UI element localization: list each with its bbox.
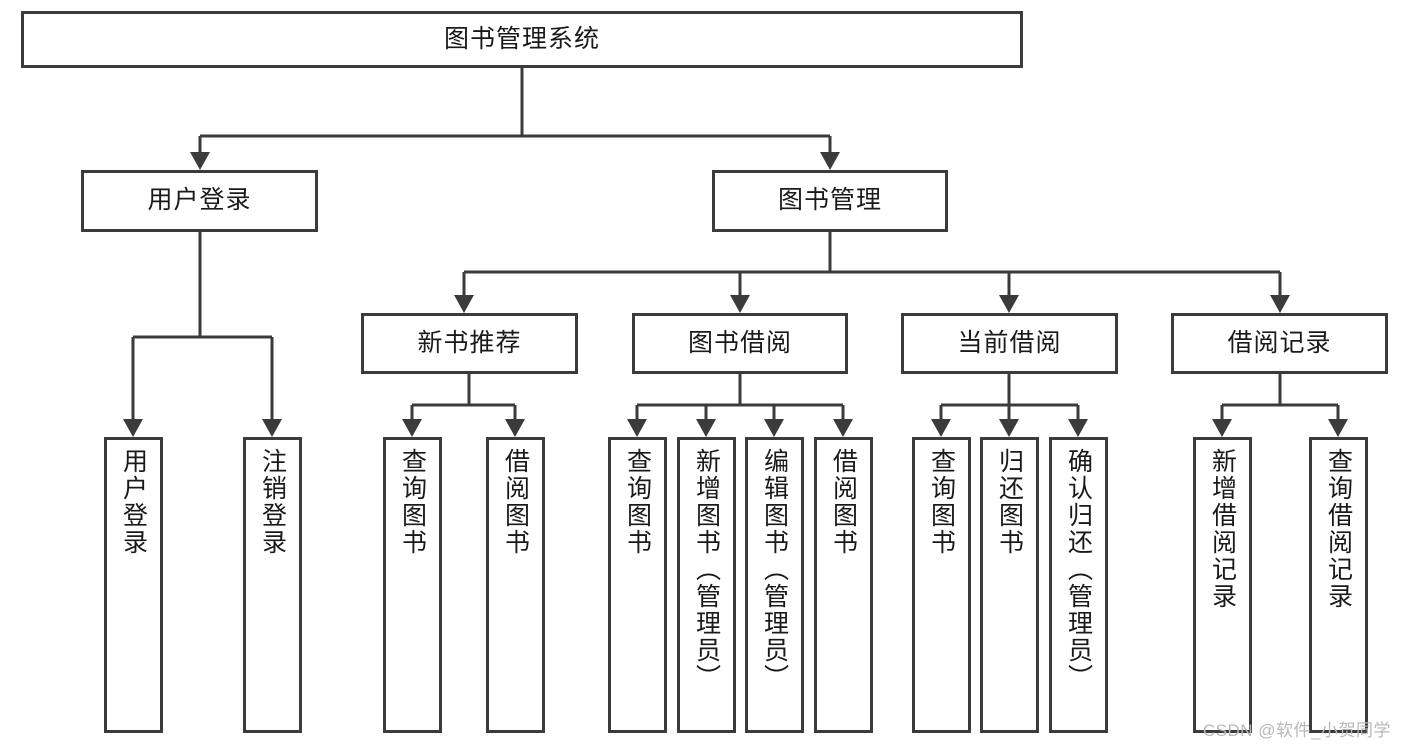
watermark: CSDN @软件_小贺同学 [1202,721,1391,740]
leaf-current-borrow-return-label: 归还图书 [995,448,1024,556]
arrowhead-new-book-l1 [402,419,422,437]
arrowhead-current-borrow-l1 [931,419,951,437]
node-borrow-record[interactable]: 借阅记录 [1171,313,1388,374]
arrowhead-current-borrow-l3 [1068,419,1088,437]
node-user-login-label: 用户登录 [147,186,252,215]
leaf-user-login-logout-label: 注销登录 [258,448,287,556]
arrowhead-user-login-l2 [262,419,282,437]
leaf-book-borrow-borrow-label: 借阅图书 [829,448,858,556]
node-new-book-recommend-label: 新书推荐 [417,328,522,357]
node-new-book-recommend[interactable]: 新书推荐 [361,313,578,374]
leaf-new-book-query[interactable]: 查询图书 [383,437,442,733]
leaf-new-book-query-label: 查询图书 [398,448,427,556]
leaf-book-borrow-add-label: 新增图书（管理员） [692,448,721,691]
leaf-current-borrow-query[interactable]: 查询图书 [912,437,971,733]
leaf-book-borrow-edit-label: 编辑图书（管理员） [760,448,789,691]
arrowhead-borrow-record-l2 [1328,419,1348,437]
arrowhead-current-borrow-l2 [999,419,1019,437]
arrowhead-book-borrow-l1 [627,419,647,437]
arrowhead-user-login-l1 [123,419,143,437]
arrowhead-book-mgmt [820,152,840,170]
leaf-borrow-record-add-label: 新增借阅记录 [1208,448,1237,610]
node-current-borrow-label: 当前借阅 [957,328,1062,357]
node-borrow-record-label: 借阅记录 [1227,328,1332,357]
leaf-current-borrow-return[interactable]: 归还图书 [980,437,1039,733]
node-book-management[interactable]: 图书管理 [712,170,948,232]
leaf-borrow-record-query-label: 查询借阅记录 [1324,448,1353,610]
node-root[interactable]: 图书管理系统 [21,11,1023,68]
leaf-borrow-record-query[interactable]: 查询借阅记录 [1309,437,1368,733]
arrowhead-book-borrow [730,295,750,313]
arrowhead-book-borrow-l3 [764,419,784,437]
leaf-user-login-login-label: 用户登录 [119,448,148,556]
arrowhead-borrow-record [1270,295,1290,313]
node-user-login[interactable]: 用户登录 [81,170,318,232]
arrowhead-new-book-l2 [505,419,525,437]
node-book-borrow-label: 图书借阅 [687,328,792,357]
leaf-book-borrow-borrow[interactable]: 借阅图书 [814,437,873,733]
arrowhead-current-borrow [999,295,1019,313]
leaf-book-borrow-add[interactable]: 新增图书（管理员） [677,437,736,733]
leaf-user-login-logout[interactable]: 注销登录 [243,437,302,733]
arrowhead-book-borrow-l2 [696,419,716,437]
leaf-borrow-record-add[interactable]: 新增借阅记录 [1193,437,1252,733]
leaf-current-borrow-confirm[interactable]: 确认归还（管理员） [1049,437,1108,733]
node-book-management-label: 图书管理 [777,186,882,215]
leaf-current-borrow-confirm-label: 确认归还（管理员） [1064,448,1093,691]
arrowhead-borrow-record-l1 [1212,419,1232,437]
node-book-borrow[interactable]: 图书借阅 [632,313,848,374]
leaf-user-login-login[interactable]: 用户登录 [104,437,163,733]
arrowhead-book-borrow-l4 [833,419,853,437]
arrowhead-new-book [454,295,474,313]
node-root-label: 图书管理系统 [443,24,600,53]
arrowhead-user-login [190,152,210,170]
leaf-book-borrow-query-label: 查询图书 [623,448,652,556]
leaf-book-borrow-edit[interactable]: 编辑图书（管理员） [745,437,804,733]
node-current-borrow[interactable]: 当前借阅 [901,313,1118,374]
leaf-book-borrow-query[interactable]: 查询图书 [608,437,667,733]
leaf-new-book-borrow-label: 借阅图书 [501,448,530,556]
leaf-current-borrow-query-label: 查询图书 [927,448,956,556]
leaf-new-book-borrow[interactable]: 借阅图书 [486,437,545,733]
